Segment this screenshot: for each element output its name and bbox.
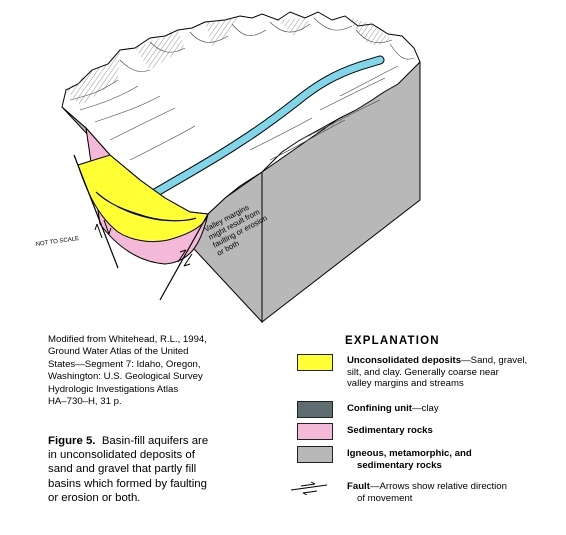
legend-desc: —Sand, gravel,	[461, 355, 528, 366]
source-note-line: Ground Water Atlas of the United	[48, 346, 189, 358]
source-note-line: Modified from Whitehead, R.L., 1994,	[48, 334, 207, 345]
figure-caption-line: basins which formed by faulting	[48, 477, 207, 490]
stream-water	[132, 56, 384, 208]
source-note-line: HA–730–H, 31 p.	[48, 396, 122, 408]
figure-label: Figure 5.	[48, 435, 96, 447]
figure-caption-text: Basin-fill aquifers are	[101, 435, 209, 447]
legend-name: Confining unit	[347, 403, 413, 414]
legend-text-unconsolidated: Unconsolidated deposits—Sand, gravel, si…	[347, 355, 566, 390]
legend-text-confining: Confining unit—clay	[347, 403, 566, 415]
fault-arrows-left	[94, 219, 112, 239]
legend-name: Sedimentary rocks	[347, 425, 433, 436]
not-to-scale-label: NOT TO SCALE	[35, 236, 79, 248]
figure-caption-line: in unconsolidated deposits of	[48, 449, 195, 462]
legend-swatch-igneous	[297, 446, 333, 463]
legend-text-igneous: Igneous, metamorphic, and sedimentary ro…	[347, 448, 566, 471]
figure-caption-line: Figure 5. Basin-fill aquifers are	[48, 434, 248, 448]
legend-desc: silt, and clay. Generally coarse near	[347, 366, 499, 378]
explanation-title: EXPLANATION	[345, 335, 440, 347]
legend-desc: of movement	[357, 492, 413, 504]
legend-text-fault: Fault—Arrows show relative direction of …	[347, 481, 566, 504]
source-note-line: Washington: U.S. Geological Survey	[48, 371, 203, 383]
figure-caption-line: sand and gravel that partly fill	[48, 463, 197, 476]
legend-name: Igneous, metamorphic, and	[347, 448, 472, 459]
block-diagram: NOT TO SCALE Valley margins might result…	[35, 11, 421, 324]
terrain-shadow	[66, 16, 392, 140]
confining-lens	[95, 191, 197, 222]
legend-desc: sedimentary rocks	[357, 459, 442, 471]
legend-swatch-unconsolidated	[297, 354, 333, 371]
source-note: Modified from Whitehead, R.L., 1994, Gro…	[48, 334, 258, 408]
legend-swatch-confining	[297, 401, 333, 418]
figure-caption-line: or erosion or both.	[48, 491, 141, 504]
fault-symbol-icon	[290, 481, 328, 495]
legend-desc: —Arrows show relative direction	[369, 481, 507, 492]
source-note-line: Hydrologic Investigations Atlas	[48, 383, 179, 395]
legend-desc: valley margins and streams	[347, 378, 464, 390]
figure-caption: Figure 5. Basin-fill aquifers are in unc…	[48, 434, 248, 505]
legend-swatch-sedimentary	[297, 423, 333, 440]
fault-arrows-right	[177, 249, 193, 267]
source-note-line: States—Segment 7: Idaho, Oregon,	[48, 358, 201, 370]
legend-name: Unconsolidated deposits	[347, 355, 462, 366]
legend-desc: —clay	[412, 403, 439, 414]
legend-name: Fault	[347, 481, 370, 492]
fault-line-right	[159, 213, 209, 301]
fault-line-left	[73, 154, 119, 269]
legend-text-sedimentary: Sedimentary rocks	[347, 425, 566, 437]
